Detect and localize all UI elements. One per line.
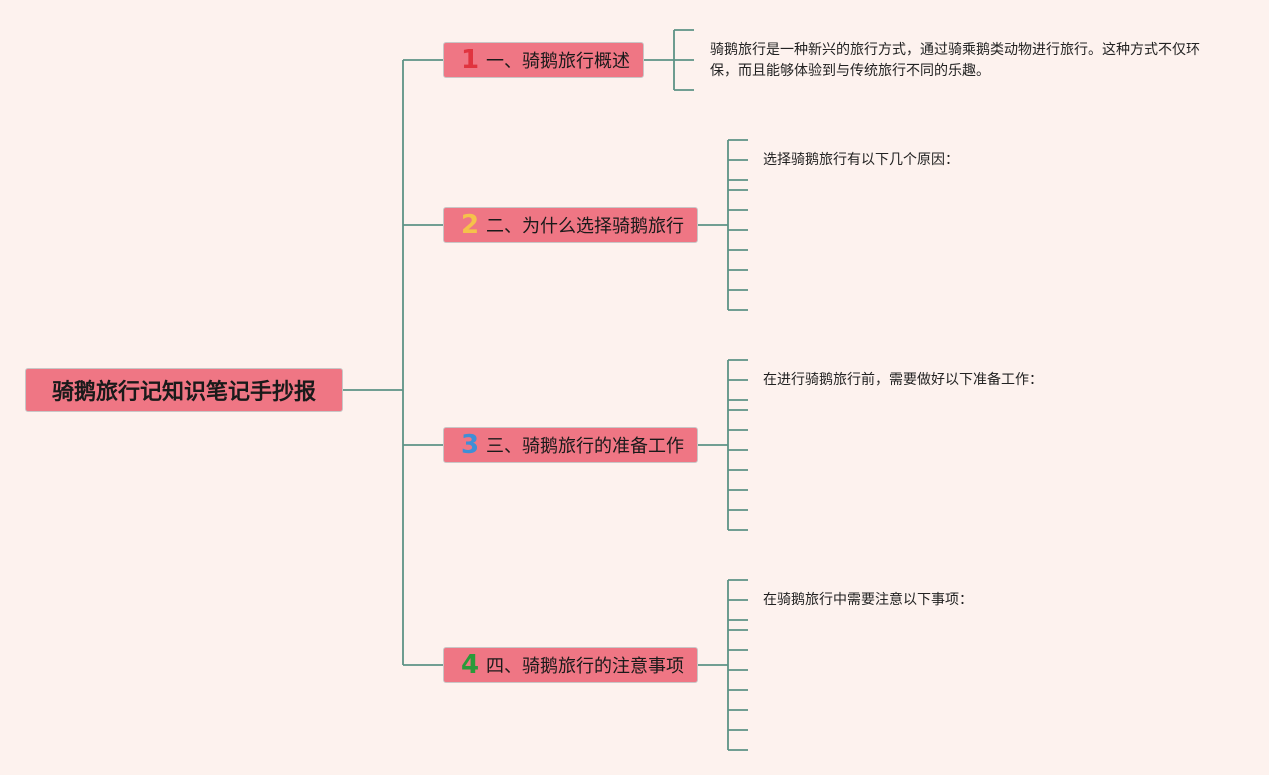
branch-2-text: 选择骑鹅旅行有以下几个原因： — [763, 152, 959, 168]
branch-1-label: 一、骑鹅旅行概述 — [486, 51, 630, 72]
number-2-icon: 2 — [460, 210, 480, 240]
branch-node-3[interactable]: 3 三、骑鹅旅行的准备工作 — [443, 427, 698, 463]
number-1-icon: 1 — [460, 45, 480, 75]
branch-2-label: 二、为什么选择骑鹅旅行 — [486, 216, 684, 237]
branch-3-text: 在进行骑鹅旅行前，需要做好以下准备工作： — [763, 372, 1043, 388]
branch-3-label: 三、骑鹅旅行的准备工作 — [486, 436, 684, 457]
branch-node-2[interactable]: 2 二、为什么选择骑鹅旅行 — [443, 207, 698, 243]
branch-4-label: 四、骑鹅旅行的注意事项 — [486, 656, 684, 677]
branch-1-text: 骑鹅旅行是一种新兴的旅行方式，通过骑乘鹅类动物进行旅行。这种方式不仅环保，而且能… — [710, 42, 1200, 79]
number-4-icon: 4 — [460, 650, 480, 680]
branch-node-1[interactable]: 1 一、骑鹅旅行概述 — [443, 42, 644, 78]
root-title: 骑鹅旅行记知识笔记手抄报 — [51, 380, 316, 405]
branch-4-text: 在骑鹅旅行中需要注意以下事项： — [763, 592, 973, 608]
root-node[interactable]: 骑鹅旅行记知识笔记手抄报 — [25, 368, 343, 412]
branch-node-4[interactable]: 4 四、骑鹅旅行的注意事项 — [443, 647, 698, 683]
number-3-icon: 3 — [460, 430, 480, 460]
